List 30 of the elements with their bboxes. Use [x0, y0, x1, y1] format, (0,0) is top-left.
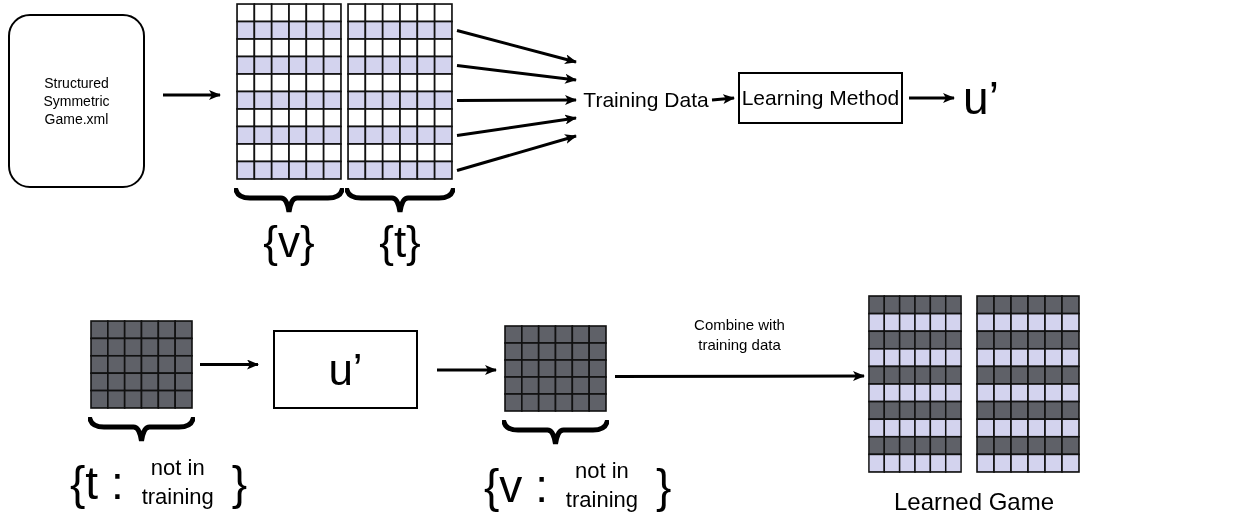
matrix-grid: [504, 325, 607, 412]
process-label: Learning Method: [741, 85, 900, 112]
function-symbol: u’: [328, 347, 363, 392]
process-box: [273, 330, 418, 409]
matrix-grid: [90, 320, 193, 409]
matrix-grid: [868, 295, 962, 473]
arrow: [909, 93, 955, 103]
file-name: Structured Symmetric Game.xml: [42, 73, 111, 129]
set-condition: not in training: [564, 457, 639, 514]
arrow: [456, 134, 577, 172]
output-caption: Learned Game: [892, 487, 1056, 517]
arrow: [615, 371, 865, 381]
arrow: [456, 64, 577, 84]
matrix-grid: [347, 3, 453, 180]
arrow: [456, 29, 577, 64]
process-box: [738, 72, 903, 124]
arrow: [200, 359, 259, 370]
matrix-grid: [236, 3, 342, 180]
arrow: [437, 365, 497, 375]
arrow: [456, 114, 577, 137]
set-condition: not in training: [140, 454, 215, 511]
data-label: Training Data: [584, 80, 708, 120]
matrix-grid: [976, 295, 1080, 473]
arrow: [711, 94, 735, 104]
set-label: {v}: [262, 220, 316, 264]
file-box: [8, 14, 145, 188]
function-symbol: u’: [958, 68, 1004, 128]
arrow: [457, 95, 577, 106]
arrow: [163, 90, 221, 100]
set-label: {t}: [378, 220, 422, 264]
